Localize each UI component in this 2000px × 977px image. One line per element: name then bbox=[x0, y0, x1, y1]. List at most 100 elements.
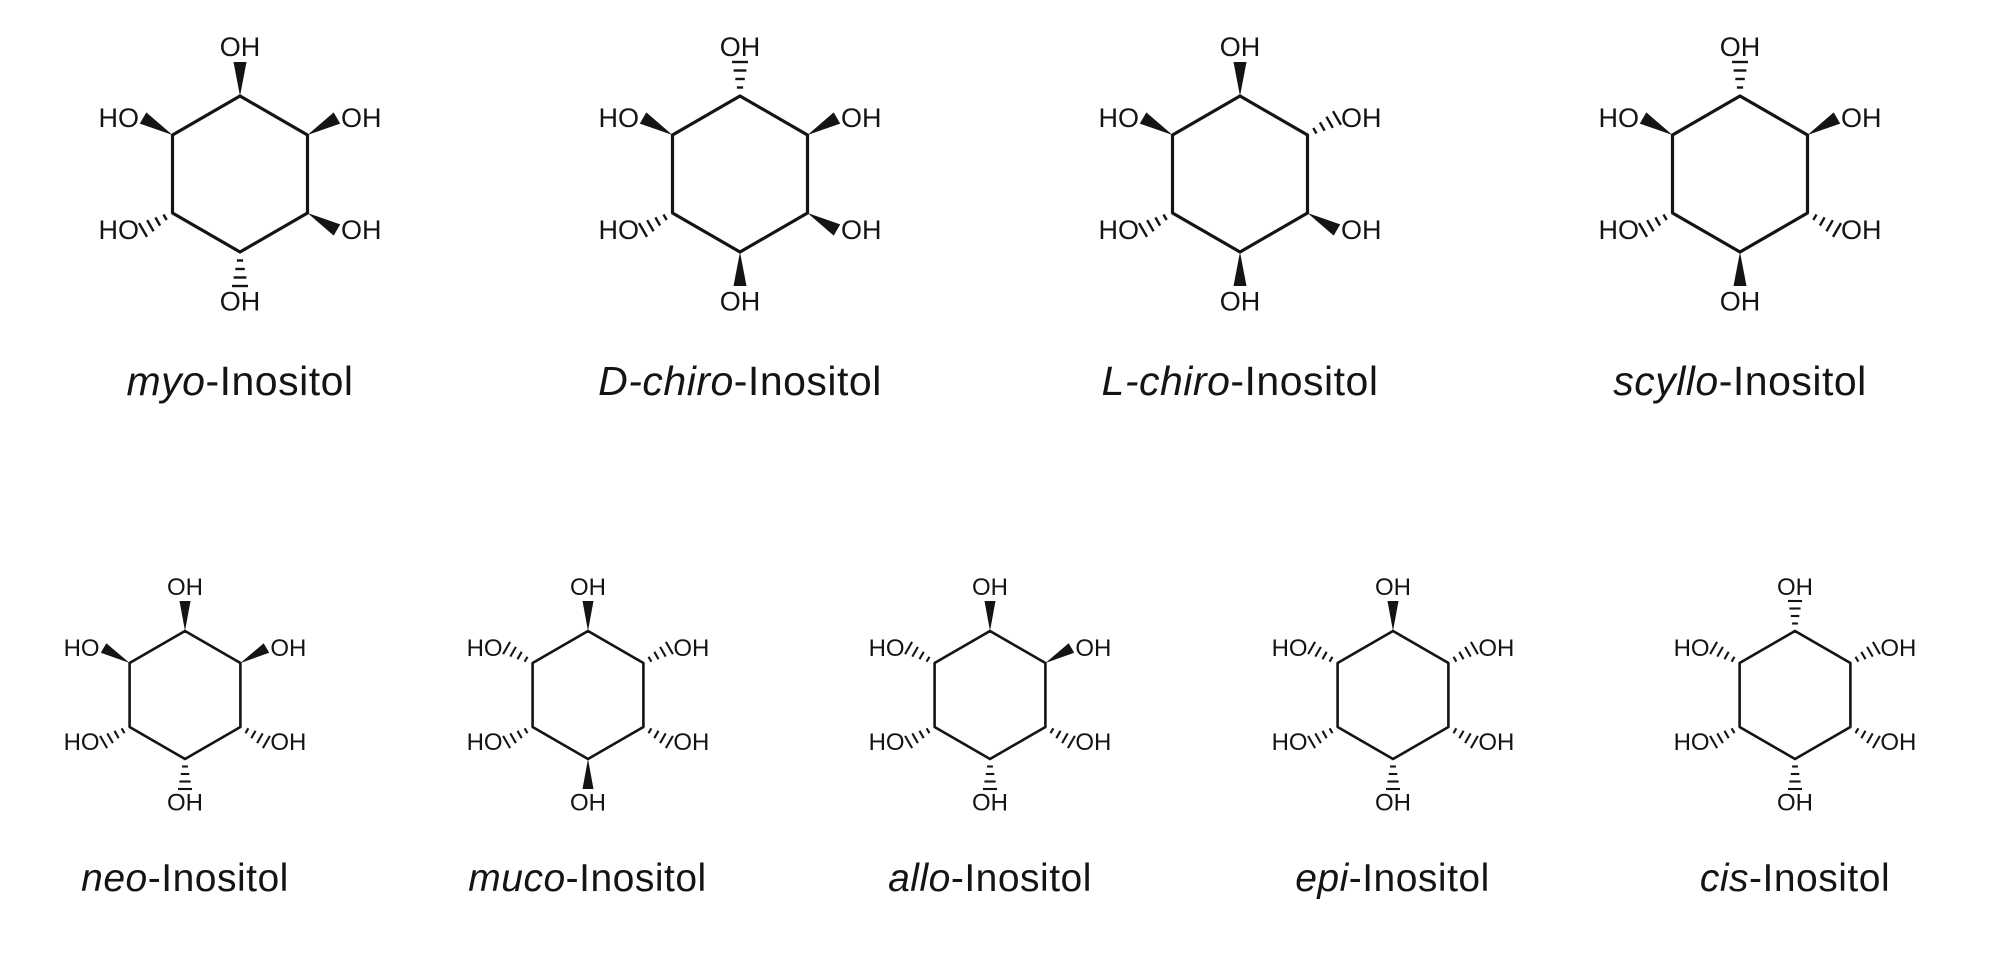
molecule-name-prefix: scyllo bbox=[1613, 358, 1719, 404]
ho-label: HO bbox=[466, 635, 502, 662]
oh-label: OH bbox=[1777, 574, 1813, 601]
molecule-scyllo-inositol: OH OH OH OH HO HO scyllo-Inositol bbox=[1560, 14, 1920, 405]
molecule-epi-inositol: OH OH OH OH HO HO epi-Inositol bbox=[1228, 545, 1558, 901]
molecule-name-prefix: L-chiro bbox=[1101, 358, 1231, 404]
oh-label: OH bbox=[341, 215, 382, 245]
structure-l-chiro-inositol: OH OH OH OH HO HO bbox=[1099, 32, 1382, 316]
structure-cis-inositol: OH OH OH OH HO HO bbox=[1674, 574, 1917, 817]
oh-label: OH bbox=[1375, 574, 1411, 601]
oh-label: OH bbox=[1720, 32, 1761, 62]
oh-label: OH bbox=[1720, 286, 1761, 316]
oh-label: OH bbox=[1841, 215, 1882, 245]
molecule-name: cis-Inositol bbox=[1700, 857, 1890, 901]
oh-label: OH bbox=[1341, 103, 1382, 133]
ho-label: HO bbox=[1599, 103, 1640, 133]
oh-label: OH bbox=[1478, 635, 1514, 662]
molecule-name-prefix: epi bbox=[1295, 857, 1349, 900]
ho-label: HO bbox=[1271, 729, 1307, 756]
molecule-name-suffix: -Inositol bbox=[1230, 358, 1379, 404]
molecule-name: D-chiro-Inositol bbox=[598, 358, 882, 405]
structure-epi-inositol: OH OH OH OH HO HO bbox=[1271, 574, 1514, 817]
oh-label: OH bbox=[341, 103, 382, 133]
oh-label: OH bbox=[1075, 729, 1111, 756]
structure-allo-inositol: OH OH OH OH HO HO bbox=[869, 574, 1112, 817]
molecule-allo-inositol: OH OH OH OH HO HO allo-Inositol bbox=[825, 545, 1155, 901]
oh-label: OH bbox=[220, 286, 261, 316]
molecule-name-suffix: -Inositol bbox=[733, 358, 882, 404]
structure-myo-inositol: OH OH OH OH HO HO bbox=[99, 32, 382, 316]
ho-label: HO bbox=[599, 215, 640, 245]
oh-label: OH bbox=[972, 790, 1008, 817]
structure-neo-inositol: OH OH OH OH HO HO bbox=[64, 574, 307, 817]
ho-label: HO bbox=[64, 635, 100, 662]
molecule-name-suffix: -Inositol bbox=[205, 358, 354, 404]
ho-label: HO bbox=[99, 215, 140, 245]
molecule-d-chiro-inositol: OH OH OH OH HO HO D-chiro-Inositol bbox=[560, 14, 920, 405]
oh-label: OH bbox=[1841, 103, 1882, 133]
oh-label: OH bbox=[1220, 286, 1261, 316]
oh-label: OH bbox=[1375, 790, 1411, 817]
oh-label: OH bbox=[1075, 635, 1111, 662]
molecule-name-suffix: -Inositol bbox=[1348, 857, 1490, 900]
oh-label: OH bbox=[841, 215, 882, 245]
molecule-name: muco-Inositol bbox=[468, 857, 706, 901]
molecule-name-suffix: -Inositol bbox=[147, 857, 289, 900]
oh-label: OH bbox=[1880, 729, 1916, 756]
oh-label: OH bbox=[1478, 729, 1514, 756]
oh-label: OH bbox=[220, 32, 261, 62]
oh-label: OH bbox=[972, 574, 1008, 601]
molecule-cis-inositol: OH OH OH OH HO HO cis-Inositol bbox=[1630, 545, 1960, 901]
oh-label: OH bbox=[270, 729, 306, 756]
oh-label: OH bbox=[167, 790, 203, 817]
molecule-name-suffix: -Inositol bbox=[1749, 857, 1891, 900]
molecule-name: allo-Inositol bbox=[888, 857, 1092, 901]
oh-label: OH bbox=[270, 635, 306, 662]
molecule-name-prefix: cis bbox=[1699, 857, 1750, 900]
ho-label: HO bbox=[869, 729, 905, 756]
molecule-name-suffix: -Inositol bbox=[565, 857, 707, 900]
ho-label: HO bbox=[1271, 635, 1307, 662]
oh-label: OH bbox=[167, 574, 203, 601]
oh-label: OH bbox=[570, 790, 606, 817]
molecule-name-prefix: myo bbox=[126, 358, 206, 404]
molecule-name-prefix: neo bbox=[81, 857, 148, 900]
structure-d-chiro-inositol: OH OH OH OH HO HO bbox=[599, 32, 882, 316]
oh-label: OH bbox=[720, 32, 761, 62]
molecule-name: myo-Inositol bbox=[126, 358, 353, 405]
oh-label: OH bbox=[1880, 635, 1916, 662]
molecule-name-prefix: muco bbox=[468, 857, 566, 900]
molecule-name-suffix: -Inositol bbox=[950, 857, 1092, 900]
ho-label: HO bbox=[1674, 729, 1710, 756]
molecule-name-prefix: allo bbox=[888, 857, 951, 900]
ho-label: HO bbox=[1099, 103, 1140, 133]
molecule-name: L-chiro-Inositol bbox=[1102, 358, 1379, 405]
ho-label: HO bbox=[1099, 215, 1140, 245]
ho-label: HO bbox=[1599, 215, 1640, 245]
oh-label: OH bbox=[720, 286, 761, 316]
oh-label: OH bbox=[1777, 790, 1813, 817]
ho-label: HO bbox=[599, 103, 640, 133]
structure-scyllo-inositol: OH OH OH OH HO HO bbox=[1599, 32, 1882, 316]
ho-label: HO bbox=[1674, 635, 1710, 662]
oh-label: OH bbox=[1220, 32, 1261, 62]
oh-label: OH bbox=[570, 574, 606, 601]
molecule-name: epi-Inositol bbox=[1295, 857, 1490, 901]
oh-label: OH bbox=[841, 103, 882, 133]
oh-label: OH bbox=[673, 729, 709, 756]
molecule-name: neo-Inositol bbox=[81, 857, 289, 901]
oh-label: OH bbox=[1341, 215, 1382, 245]
ho-label: HO bbox=[869, 635, 905, 662]
molecule-name-suffix: -Inositol bbox=[1718, 358, 1867, 404]
molecule-myo-inositol: OH OH OH OH HO HO myo-Inositol bbox=[60, 14, 420, 405]
molecule-neo-inositol: OH OH OH OH HO HO neo-Inositol bbox=[20, 545, 350, 901]
molecule-name-prefix: D-chiro bbox=[598, 358, 734, 404]
molecule-l-chiro-inositol: OH OH OH OH HO HO L-chiro-Inositol bbox=[1060, 14, 1420, 405]
molecule-name: scyllo-Inositol bbox=[1613, 358, 1867, 405]
ho-label: HO bbox=[64, 729, 100, 756]
ho-label: HO bbox=[99, 103, 140, 133]
